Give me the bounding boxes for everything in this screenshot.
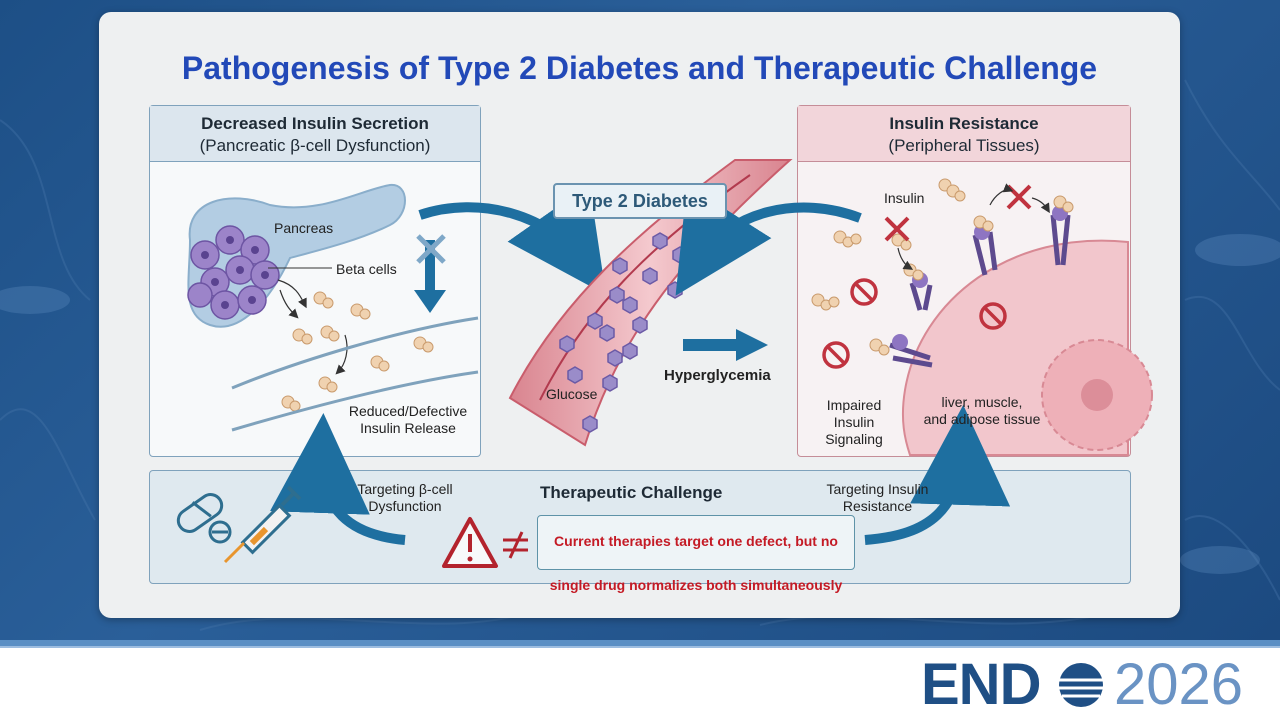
target-cell-illustration: [901, 239, 1153, 456]
insulin-resistance-title: Insulin Resistance: [889, 114, 1039, 133]
not-equal-icon: [503, 531, 528, 559]
footer-stripe-blue: [0, 640, 1280, 646]
endo-logo-word: END: [921, 652, 1041, 717]
therapeutic-challenge-title: Therapeutic Challenge: [540, 483, 723, 502]
therapy-warning-box: Current therapies target one defect, but…: [537, 515, 855, 593]
insulin-secretion-title: Decreased Insulin Secretion: [201, 114, 429, 133]
pill-icon: [176, 493, 232, 544]
insulin-resistance-subtitle: (Peripheral Tissues): [888, 136, 1040, 155]
insulin-secretion-header: Decreased Insulin Secretion (Pancreatic …: [150, 106, 480, 162]
slide-title: Pathogenesis of Type 2 Diabetes and Ther…: [181, 50, 1098, 86]
target-beta-cell-label: Targeting β-cell Dysfunction: [357, 481, 453, 514]
warning-icon: [442, 517, 498, 568]
tissue-label: liver, muscle, and adipose tissue: [923, 394, 1041, 427]
pancreas-label: Pancreas: [274, 220, 334, 236]
beta-cells-label: Beta cells: [336, 261, 397, 277]
warning-line-1: Current therapies target one defect, but…: [554, 533, 838, 549]
glucose-label: Glucose: [546, 386, 598, 402]
target-resistance-label: Targeting Insulin Resistance: [826, 481, 929, 514]
blocked-binding-x-icons: [884, 184, 1032, 242]
impaired-signaling-label: Impaired Insulin Signaling: [825, 397, 883, 447]
warning-line-2: single drug normalizes both simultaneous…: [549, 577, 843, 593]
background-network-pattern: [0, 79, 1280, 631]
target-resistance-arrow: [864, 405, 1011, 545]
insulin-release-label: Reduced/Defective Insulin Release: [348, 403, 468, 436]
insulin-molecules-right: [811, 178, 1074, 356]
insulin-resistance-header: Insulin Resistance (Peripheral Tissues): [798, 106, 1130, 162]
hyperglycemia-arrow: [683, 329, 768, 361]
insulin-secretion-subtitle: (Pancreatic β-cell Dysfunction): [199, 136, 431, 155]
target-beta-cell-arrow: [269, 413, 406, 545]
insulin-molecules-left: [281, 291, 434, 412]
globe-logo-icon: [1059, 663, 1103, 707]
type-2-diabetes-label: Type 2 Diabetes: [553, 183, 727, 219]
insulin-label: Insulin: [884, 190, 925, 206]
prohibited-icons: [822, 278, 1007, 369]
left-blood-vessel: [231, 316, 479, 432]
resistance-to-t2d-arrow: [675, 184, 862, 296]
syringe-icon: [223, 485, 302, 564]
secretion-to-t2d-arrow: [418, 184, 607, 295]
blocked-secretion-arrow: [414, 234, 446, 313]
endo-logo-year: 2026: [1114, 652, 1244, 717]
pancreas-illustration: [187, 183, 406, 328]
hyperglycemia-label: Hyperglycemia: [664, 367, 771, 384]
footer-stripe-light: [0, 646, 1280, 648]
